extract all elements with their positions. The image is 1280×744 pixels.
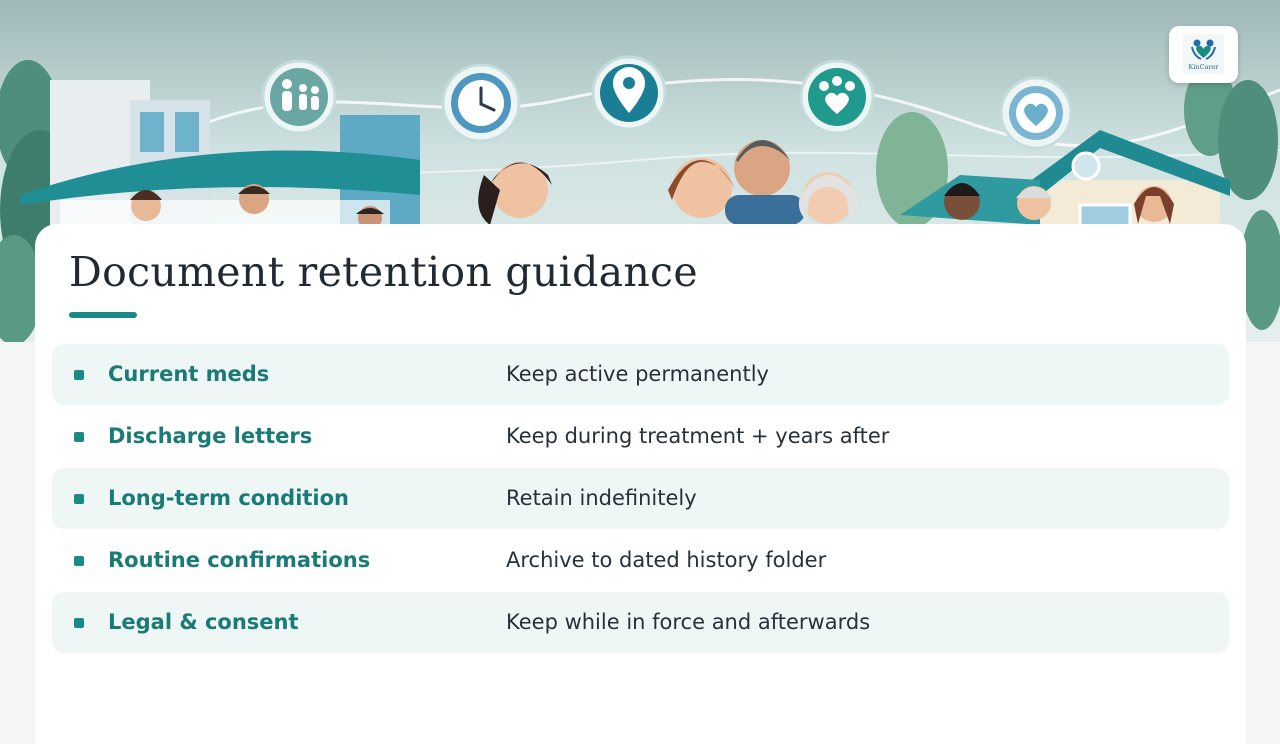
retention-list: Current meds Keep active permanently Dis… — [52, 344, 1229, 654]
family-icon — [261, 59, 337, 135]
list-item: Legal & consent Keep while in force and … — [52, 592, 1229, 653]
list-item: Long-term condition Retain indefinitely — [52, 468, 1229, 529]
bullet-icon — [74, 618, 84, 628]
item-value: Keep active permanently — [506, 362, 769, 386]
bullet-icon — [74, 556, 84, 566]
item-value: Keep while in force and afterwards — [506, 610, 871, 634]
trees-left — [0, 60, 80, 342]
list-item: Discharge letters Keep during treatment … — [52, 406, 1229, 467]
item-label: Current meds — [108, 362, 270, 386]
item-label: Routine confirmations — [108, 548, 371, 572]
list-item: Routine confirmations Archive to dated h… — [52, 530, 1229, 591]
item-label: Long-term condition — [108, 486, 350, 510]
family-heart-icon: KinCarer — [1183, 34, 1224, 74]
group-heart-icon — [799, 59, 875, 135]
bullet-icon — [74, 494, 84, 504]
title-underline — [69, 312, 137, 318]
item-label: Discharge letters — [108, 424, 313, 448]
item-value: Retain indefinitely — [506, 486, 697, 510]
content-card: Document retention guidance Current meds… — [35, 224, 1246, 744]
header-banner-illustration — [0, 0, 1280, 342]
people-group — [130, 140, 1174, 230]
bullet-icon — [74, 370, 84, 380]
item-value: Archive to dated history folder — [506, 548, 827, 572]
heart-icon — [999, 76, 1073, 150]
page-title: Document retention guidance — [69, 248, 698, 296]
list-item: Current meds Keep active permanently — [52, 344, 1229, 405]
logo-text: KinCarer — [1188, 63, 1219, 71]
kincarer-logo[interactable]: KinCarer — [1169, 26, 1238, 83]
bullet-icon — [74, 432, 84, 442]
item-label: Legal & consent — [108, 610, 299, 634]
location-pin-icon — [591, 55, 667, 131]
clock-icon — [441, 63, 521, 143]
item-value: Keep during treatment + years after — [506, 424, 890, 448]
